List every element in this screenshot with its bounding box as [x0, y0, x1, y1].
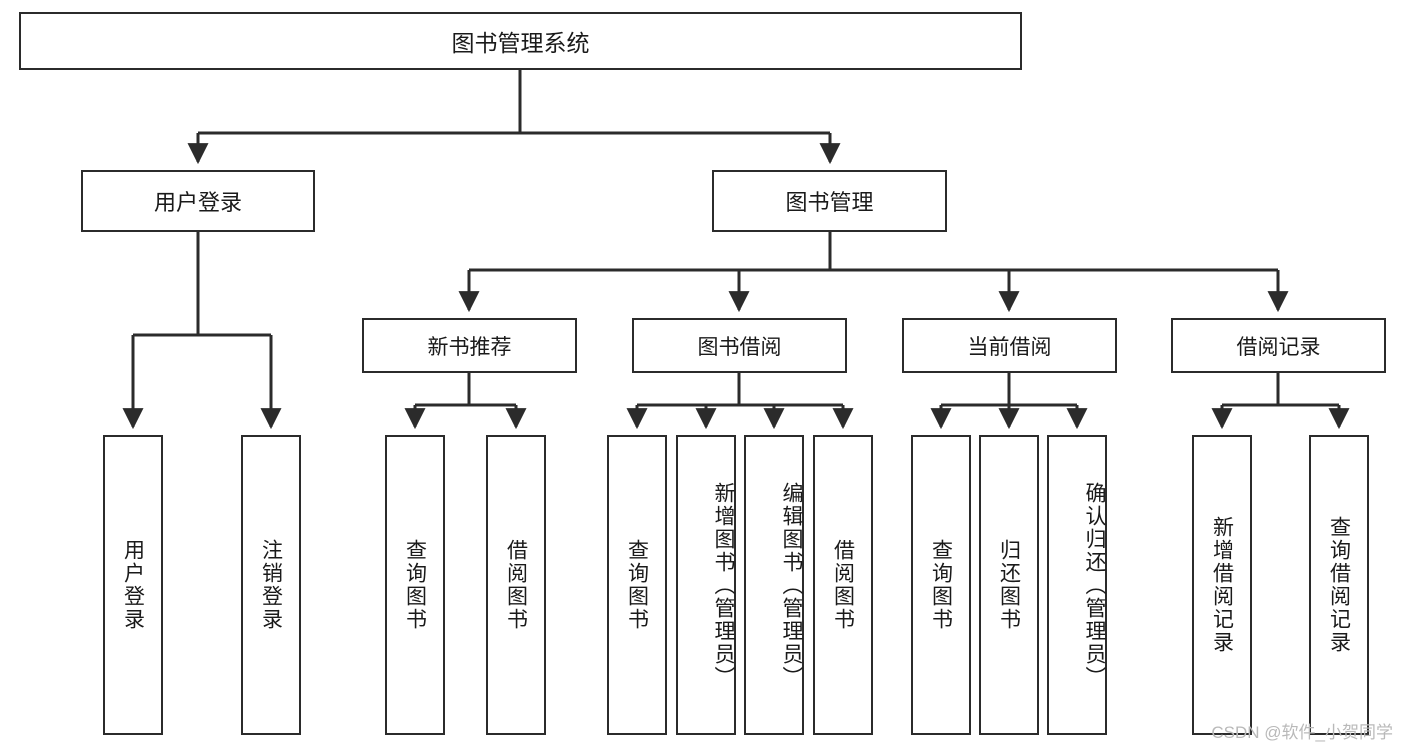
leaf-user-login[interactable]: 用户登录	[103, 435, 163, 735]
node-book-borrow[interactable]: 图书借阅	[632, 318, 847, 373]
node-book-management[interactable]: 图书管理	[712, 170, 947, 232]
leaf-return-book[interactable]: 归还图书	[979, 435, 1039, 735]
leaf-query-book-borrow[interactable]: 查询图书	[607, 435, 667, 735]
node-root-book-management-system[interactable]: 图书管理系统	[19, 12, 1022, 70]
node-label: 查询借阅记录	[1327, 516, 1351, 654]
node-label: 借阅图书	[504, 539, 528, 631]
node-current-borrow[interactable]: 当前借阅	[902, 318, 1117, 373]
node-new-book-recommend[interactable]: 新书推荐	[362, 318, 577, 373]
node-label: 查询图书	[929, 539, 953, 631]
node-label: 新增图书（管理员）	[712, 481, 735, 689]
node-label: 图书管理系统	[451, 30, 590, 56]
leaf-confirm-return-admin[interactable]: 确认归还（管理员）	[1047, 435, 1107, 735]
leaf-logout-login[interactable]: 注销登录	[241, 435, 301, 735]
node-label: 查询图书	[625, 539, 649, 631]
node-label: 用户登录	[121, 539, 145, 631]
leaf-borrow-book-recommend[interactable]: 借阅图书	[486, 435, 546, 735]
node-label: 借阅记录	[1236, 335, 1321, 359]
leaf-add-book-admin[interactable]: 新增图书（管理员）	[676, 435, 736, 735]
node-label: 编辑图书（管理员）	[780, 481, 803, 689]
leaf-query-borrow-record[interactable]: 查询借阅记录	[1309, 435, 1369, 735]
node-label: 图书借阅	[697, 335, 782, 359]
node-label: 归还图书	[997, 539, 1021, 631]
node-label: 查询图书	[403, 539, 427, 631]
leaf-query-book-recommend[interactable]: 查询图书	[385, 435, 445, 735]
leaf-query-book-current[interactable]: 查询图书	[911, 435, 971, 735]
leaf-add-borrow-record[interactable]: 新增借阅记录	[1192, 435, 1252, 735]
node-label: 当前借阅	[967, 335, 1052, 359]
node-label: 注销登录	[259, 539, 283, 631]
node-borrow-record[interactable]: 借阅记录	[1171, 318, 1386, 373]
node-label: 确认归还（管理员）	[1083, 481, 1106, 689]
node-user-login[interactable]: 用户登录	[81, 170, 315, 232]
leaf-edit-book-admin[interactable]: 编辑图书（管理员）	[744, 435, 804, 735]
node-label: 用户登录	[153, 190, 242, 215]
node-label: 新书推荐	[427, 335, 512, 359]
node-label: 图书管理	[785, 190, 874, 215]
leaf-borrow-book[interactable]: 借阅图书	[813, 435, 873, 735]
watermark: CSDN @软件_小贺同学	[1211, 723, 1393, 742]
node-label: 借阅图书	[831, 539, 855, 631]
node-label: 新增借阅记录	[1210, 516, 1234, 654]
